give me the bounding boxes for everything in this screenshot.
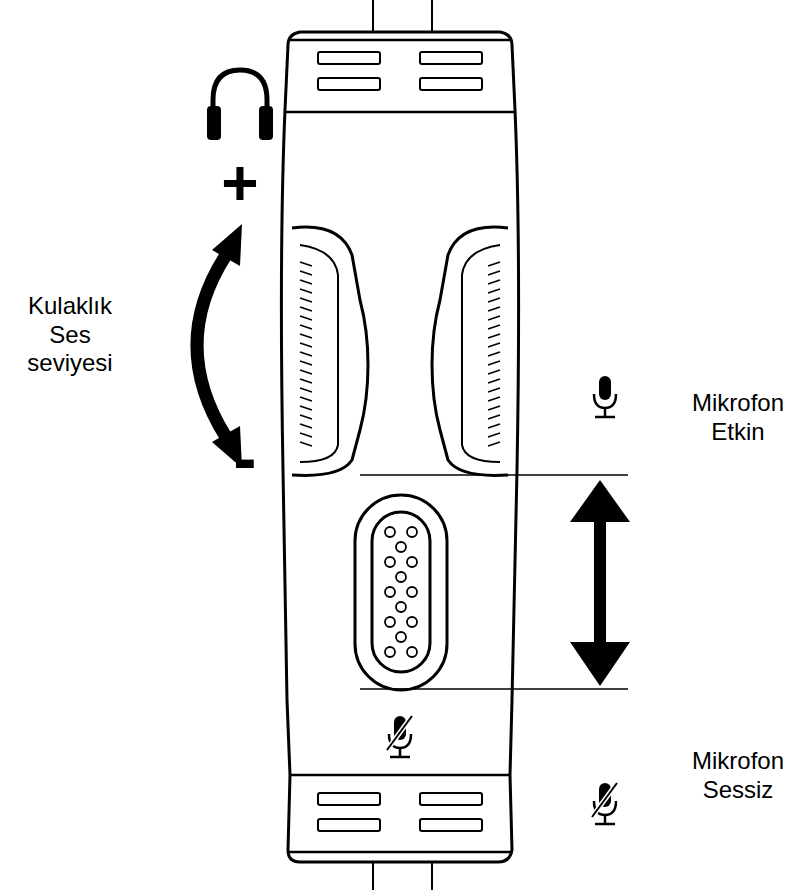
wheel-tooth <box>488 325 500 329</box>
grip-dot <box>407 557 417 567</box>
grip-ridge <box>420 78 482 90</box>
wheel-tooth <box>300 424 312 428</box>
wheel-tooth <box>488 298 500 302</box>
wheel-tooth <box>488 352 500 356</box>
mic-slider <box>355 495 447 690</box>
plus-sign: + <box>221 151 258 215</box>
volume-label: Kulaklık Ses seviyesi <box>27 292 112 378</box>
wheel-tooth <box>300 343 312 347</box>
grip-dot <box>396 602 406 612</box>
wheel-tooth <box>488 370 500 374</box>
headphone-icon <box>207 70 273 140</box>
wheel-tooth <box>488 271 500 275</box>
minus-sign: - <box>233 423 256 493</box>
grip-dot <box>385 587 395 597</box>
wheel-tooth <box>300 271 312 275</box>
wheel-tooth <box>488 442 500 446</box>
wheel-tooth <box>488 316 500 320</box>
wheel-tooth <box>300 352 312 356</box>
wheel-tooth <box>300 280 312 284</box>
wheel-tooth <box>488 415 500 419</box>
grip-ridge <box>420 52 482 64</box>
wheel-tooth <box>488 379 500 383</box>
grip-ridge <box>420 819 482 831</box>
controller-body <box>281 32 518 862</box>
wheel-tooth <box>300 262 312 266</box>
wheel-tooth <box>300 442 312 446</box>
grip-ridge <box>420 793 482 805</box>
grip-dot <box>407 617 417 627</box>
volume-wheel <box>292 227 508 475</box>
wheel-tooth <box>488 361 500 365</box>
wheel-tooth <box>488 424 500 428</box>
wheel-tooth <box>300 433 312 437</box>
wheel-tooth <box>300 298 312 302</box>
grip-ridge <box>318 52 380 64</box>
mic-muted-label: Mikrofon Sessiz <box>692 747 784 805</box>
wheel-tooth <box>300 415 312 419</box>
wheel-tooth <box>488 334 500 338</box>
wheel-tooth <box>488 343 500 347</box>
grip-dot <box>407 527 417 537</box>
grip-ridge <box>318 819 380 831</box>
wheel-tooth <box>488 397 500 401</box>
end-caps <box>286 40 514 852</box>
grip-dot <box>385 557 395 567</box>
slider-grip-dots <box>385 527 417 657</box>
wheel-tooth <box>300 316 312 320</box>
wheel-tooth <box>300 388 312 392</box>
wheel-tooth <box>488 433 500 437</box>
grip-dot <box>396 632 406 642</box>
grip-ridge <box>318 793 380 805</box>
slide-arrow <box>570 480 630 686</box>
wheel-tooth <box>488 388 500 392</box>
wheel-tooth <box>488 289 500 293</box>
wheel-tooth <box>300 289 312 293</box>
wheel-tooth <box>300 307 312 311</box>
wheel-tooth <box>488 280 500 284</box>
grip-dot <box>396 542 406 552</box>
wheel-tooth <box>300 325 312 329</box>
wheel-tooth <box>300 397 312 401</box>
wheel-tooth <box>300 406 312 410</box>
wheel-tooth <box>300 379 312 383</box>
wheel-knurling <box>300 262 500 446</box>
mic-on-label: Mikrofon Etkin <box>692 389 784 447</box>
grip-dot <box>385 617 395 627</box>
wheel-tooth <box>300 370 312 374</box>
grip-dot <box>385 527 395 537</box>
grip-dot <box>396 572 406 582</box>
wheel-tooth <box>300 361 312 365</box>
wheel-tooth <box>300 334 312 338</box>
grip-ridge <box>318 78 380 90</box>
grip-dot <box>385 647 395 657</box>
wheel-tooth <box>488 262 500 266</box>
wheel-tooth <box>488 406 500 410</box>
grip-dot <box>407 587 417 597</box>
grip-dot <box>407 647 417 657</box>
wheel-tooth <box>488 307 500 311</box>
